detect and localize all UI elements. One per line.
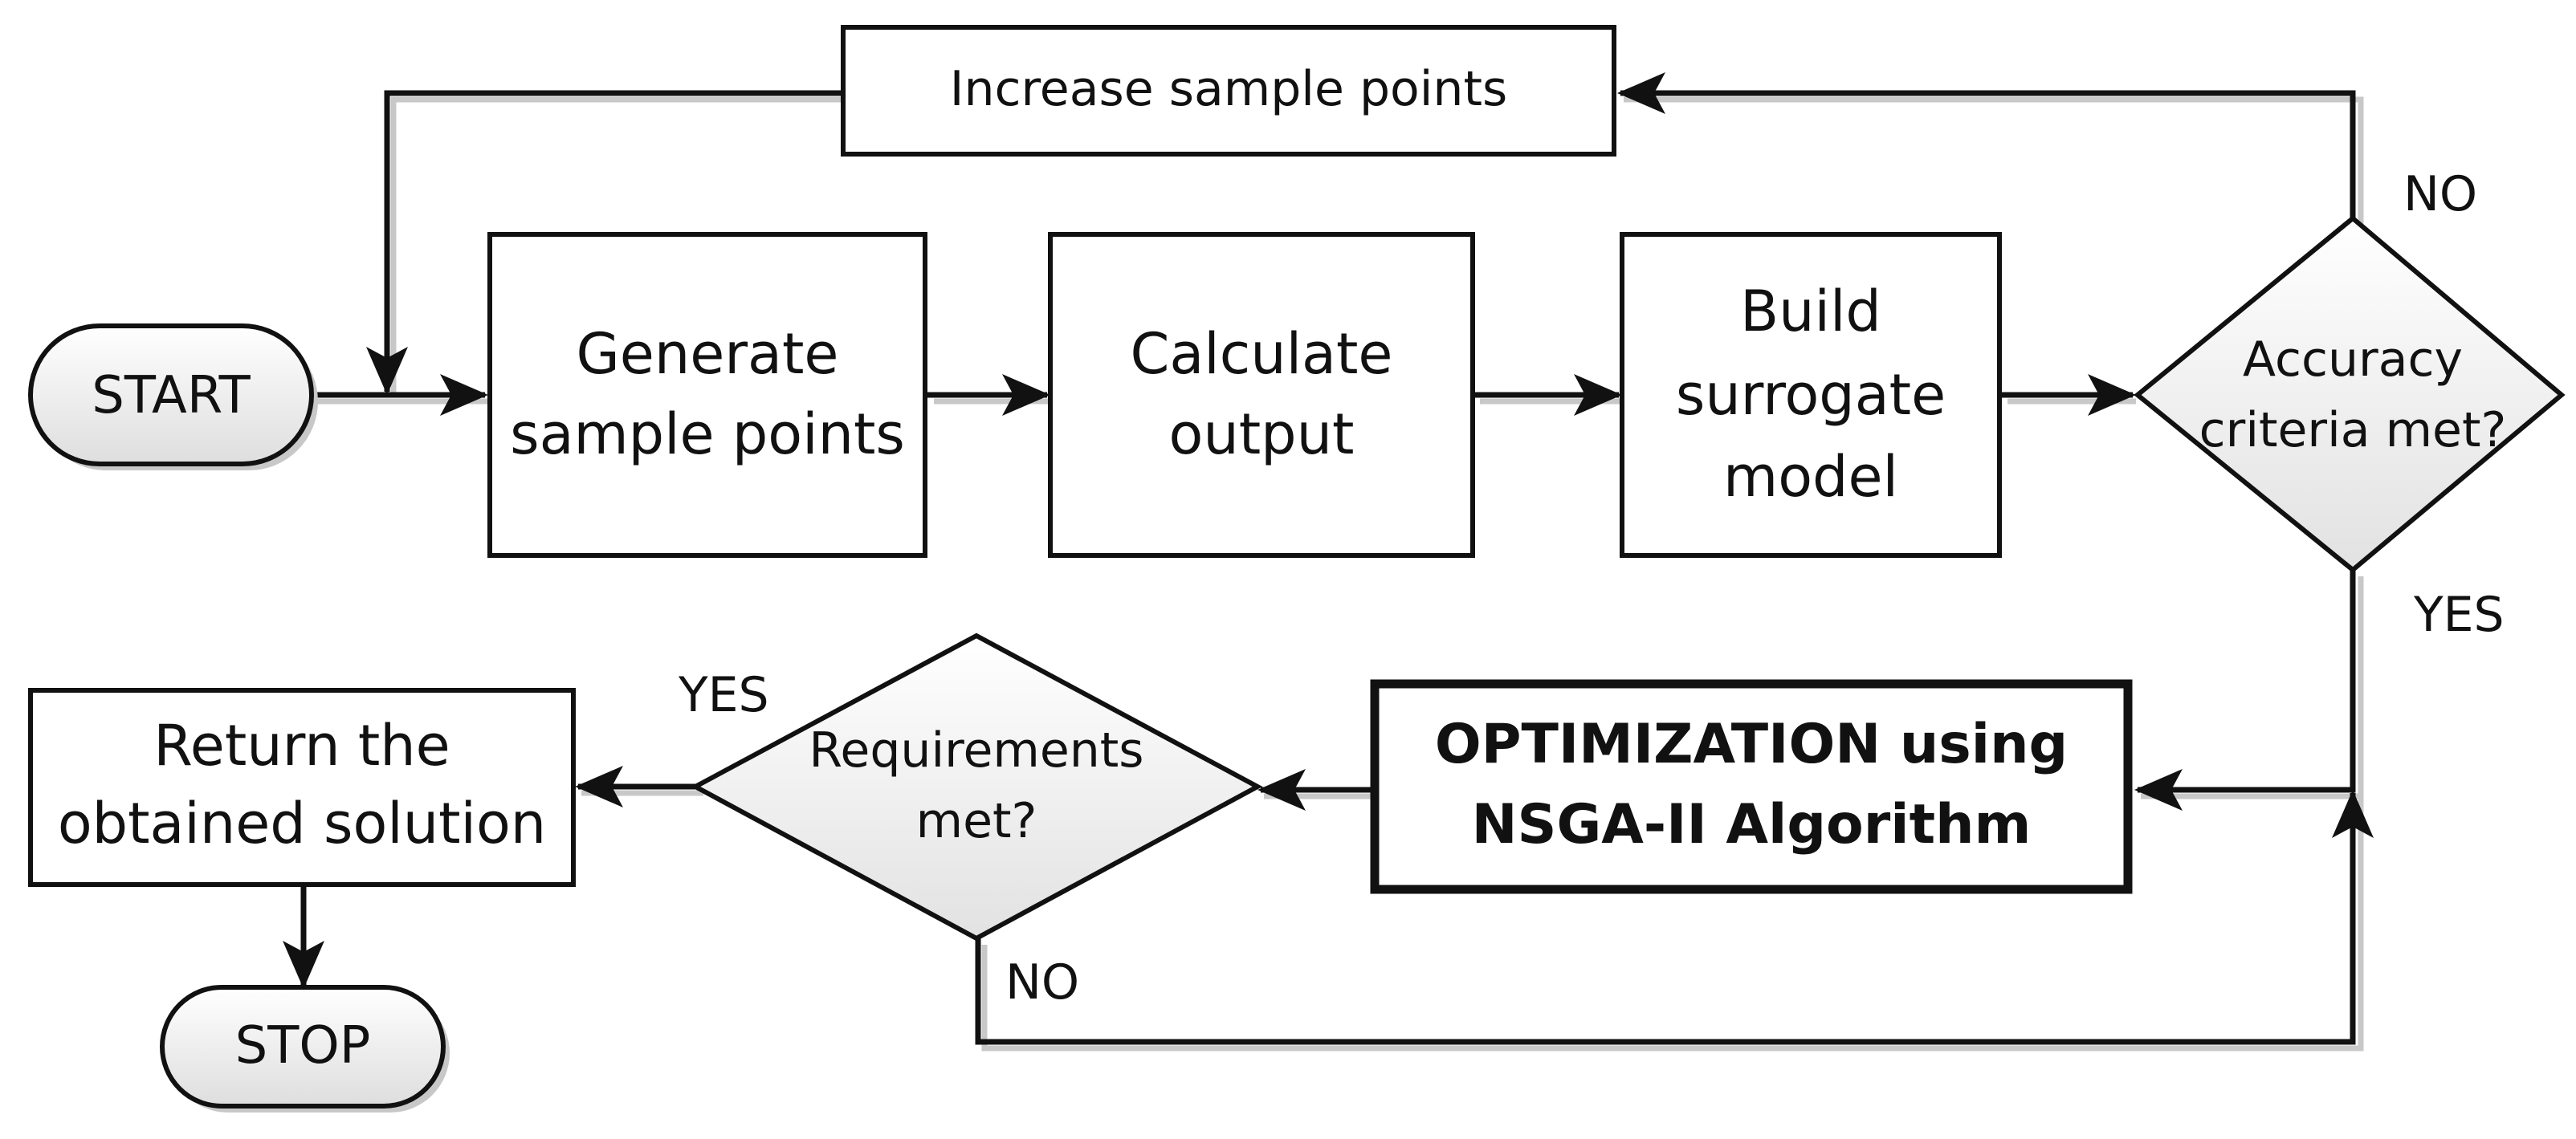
accuracy-label-line-1: Accuracy	[2243, 332, 2463, 388]
requirements-no-label: NO	[1005, 954, 1079, 1011]
start-label: START	[92, 366, 251, 425]
generate-label-line-1: Generate	[577, 321, 839, 387]
build-surrogate-model-box: Build surrogate model	[1620, 232, 2002, 558]
build-label-line-2: surrogate	[1676, 362, 1946, 428]
optimization-label-line-2: NSGA-II Algorithm	[1472, 793, 2032, 856]
edge-labels: NO YES YES NO	[678, 166, 2505, 1011]
increase-sample-points-box: Increase sample points	[841, 25, 1616, 157]
calculate-label-line-1: Calculate	[1131, 321, 1393, 387]
generate-label-line-2: sample points	[510, 401, 905, 467]
calculate-label-line-2: output	[1169, 401, 1355, 467]
calculate-output-box: Calculate output	[1048, 232, 1475, 558]
stop-terminal: STOP	[160, 985, 450, 1113]
requirements-label-line-2: met?	[916, 793, 1037, 849]
arrow-accuracy-yes-to-optimization	[2134, 570, 2356, 811]
accuracy-no-label: NO	[2403, 166, 2477, 222]
arrow-requirements-no-loop	[975, 790, 2374, 1045]
accuracy-yes-label: YES	[2413, 587, 2505, 643]
requirements-yes-label: YES	[678, 667, 769, 723]
build-label-line-1: Build	[1740, 279, 1881, 344]
requirements-label-line-1: Requirements	[809, 722, 1143, 779]
start-terminal: START	[28, 323, 318, 470]
return-label-line-2: obtained solution	[58, 791, 546, 856]
optimization-label-line-1: OPTIMIZATION using	[1435, 713, 2068, 776]
arrow-increase-to-generate-loop	[366, 90, 843, 395]
edges	[283, 72, 2374, 1045]
return-label-line-1: Return the	[153, 713, 450, 779]
arrow-accuracy-no-to-increase	[1617, 72, 2356, 218]
accuracy-label-line-2: criteria met?	[2199, 402, 2507, 458]
return-solution-box: Return the obtained solution	[28, 688, 576, 887]
requirements-diamond: Requirements met?	[690, 633, 1263, 942]
build-label-line-3: model	[1723, 444, 1898, 510]
generate-sample-points-box: Generate sample points	[487, 232, 927, 558]
optimization-box: OPTIMIZATION using NSGA-II Algorithm	[1370, 679, 2133, 894]
stop-label: STOP	[235, 1016, 371, 1076]
increase-label: Increase sample points	[950, 61, 1507, 117]
accuracy-criteria-diamond: Accuracy criteria met?	[2134, 215, 2566, 573]
